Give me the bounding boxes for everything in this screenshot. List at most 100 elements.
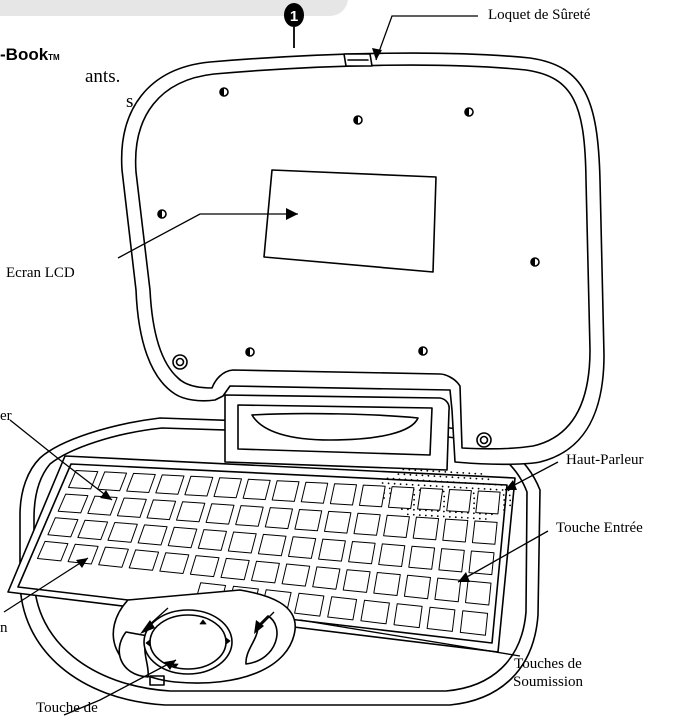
speaker-hole <box>445 476 448 478</box>
speaker-hole <box>409 473 412 476</box>
pad-arrow-down <box>171 663 179 669</box>
speaker-hole <box>439 475 442 478</box>
speaker-hole <box>503 499 506 501</box>
speaker-hole <box>460 516 463 519</box>
arrow-left-top <box>100 490 112 500</box>
speaker-hole <box>503 504 505 506</box>
speaker-hole <box>415 474 418 476</box>
speaker-hole <box>412 513 415 516</box>
keyboard-key <box>197 529 227 551</box>
speaker-hole <box>440 480 443 483</box>
keyboard-key <box>57 493 89 514</box>
speaker-hole <box>413 508 415 511</box>
keyboard-key <box>353 512 381 536</box>
speaker-hole <box>441 485 444 488</box>
keyboard-key <box>159 552 190 574</box>
speaker-hole <box>411 483 414 486</box>
keyboard-key <box>189 555 220 578</box>
pad-arrow-up <box>199 619 207 625</box>
speaker-hole <box>429 484 432 487</box>
keyboard-key <box>403 574 431 600</box>
speaker-hole <box>471 487 474 490</box>
keyboard-key <box>434 577 462 603</box>
speaker-hole <box>428 479 431 482</box>
speaker-hole <box>481 478 484 480</box>
speaker-hole <box>465 487 468 489</box>
speaker-hole <box>387 482 390 485</box>
bumper-right <box>476 432 492 448</box>
speaker-hole <box>410 478 413 481</box>
keyboard-key <box>388 486 415 510</box>
speaker-hole <box>469 477 472 480</box>
speaker-hole <box>447 486 450 488</box>
speaker-hole <box>443 510 445 513</box>
keyboard-key <box>128 549 160 571</box>
speaker-hole <box>381 482 384 484</box>
speaker-hole <box>422 479 425 482</box>
label-left-bottom: n <box>0 620 8 636</box>
keyboard-key <box>475 490 501 515</box>
arrow-soumission-left <box>140 620 155 634</box>
screw-shade <box>419 347 423 355</box>
leader-soumission <box>299 619 521 657</box>
speaker-hole <box>443 500 445 503</box>
bumper-right-inner <box>479 435 489 445</box>
label-loquet: Loquet de Sûreté <box>488 7 591 23</box>
speaker-hole <box>444 471 447 473</box>
speaker-hole <box>435 485 438 487</box>
keyboard-key <box>417 487 444 511</box>
speaker-hole <box>434 480 437 482</box>
speaker-hole <box>392 477 395 480</box>
speaker-hole <box>470 482 473 485</box>
keyboard-key <box>67 543 99 565</box>
speaker-hole <box>438 470 441 473</box>
leader-left-bottom <box>3 557 89 613</box>
keyboard-key <box>393 603 423 629</box>
keyboard-key <box>408 545 436 570</box>
label-ecran: Ecran LCD <box>6 265 75 281</box>
speaker-hole <box>500 484 503 486</box>
label-touches-soumission-2: Soumission <box>512 674 584 690</box>
arrow-ecran <box>286 208 298 220</box>
leader-entree <box>457 530 549 583</box>
speaker-hole <box>427 474 430 477</box>
speaker-hole <box>401 508 403 510</box>
speaker-hole <box>482 483 485 485</box>
speaker-hole <box>475 477 478 480</box>
speaker-hole <box>453 486 456 489</box>
screw-shade <box>531 258 535 266</box>
keyboard-key <box>107 522 138 543</box>
lid-inner <box>134 64 591 450</box>
speaker-hole <box>473 502 475 505</box>
keyboard-key <box>318 538 346 562</box>
speaker-hole <box>456 471 459 474</box>
lcd-screen <box>263 169 437 273</box>
speaker-hole <box>386 477 389 480</box>
intro-line-2: ants. <box>85 66 121 87</box>
speaker-hole <box>442 490 445 493</box>
speaker-hole <box>398 478 401 480</box>
screw-shade <box>354 116 358 124</box>
speaker-hole <box>483 488 486 490</box>
brand-text: -Book <box>0 45 49 64</box>
speaker-hole <box>473 512 475 515</box>
speaker-hole <box>454 516 457 519</box>
keyboard-key <box>468 550 495 576</box>
speaker-hole <box>424 514 427 517</box>
keyboard-key <box>324 510 352 534</box>
speaker-hole <box>413 503 415 506</box>
keyboard-key <box>327 596 358 621</box>
keyboard-key <box>438 548 465 573</box>
speaker-hole <box>416 479 419 481</box>
keyboard-key <box>137 524 168 546</box>
keyboard-key <box>264 507 293 530</box>
label-touche-de: Touche de <box>36 700 98 716</box>
speaker-hole <box>420 469 423 472</box>
keyboard-key <box>471 520 498 545</box>
arrow-haut-parleur <box>505 480 517 490</box>
keyboard-key <box>235 505 264 527</box>
keyboard-key <box>412 516 440 541</box>
callout-1: 1 <box>284 3 304 48</box>
leader-lines <box>3 15 559 716</box>
speaker-hole <box>433 475 436 477</box>
